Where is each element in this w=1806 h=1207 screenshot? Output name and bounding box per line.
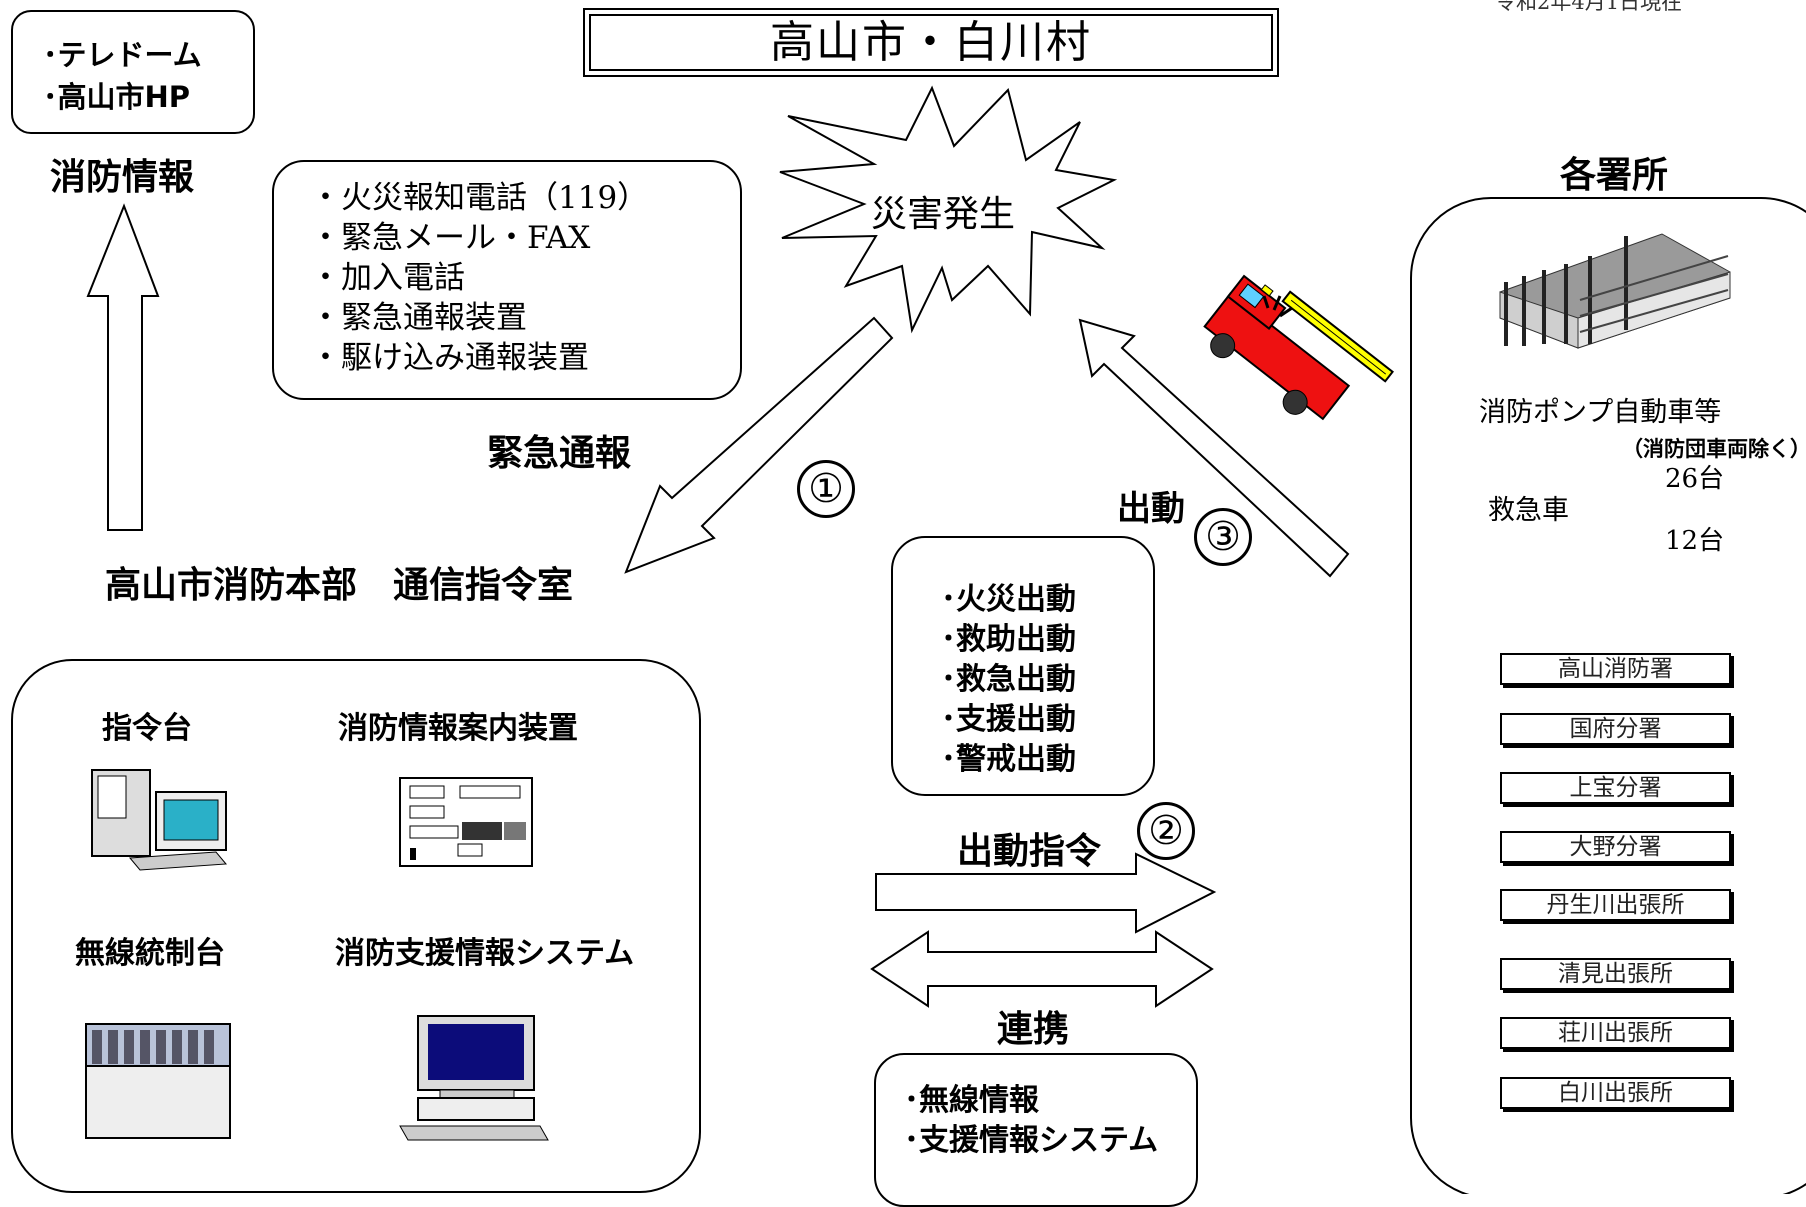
station-item: 白川出張所	[1500, 1077, 1731, 1109]
pump-count: 26台	[1665, 464, 1725, 494]
dispatch-type-item: ･救急出動	[941, 662, 1076, 697]
emergency-report-label: 緊急通報	[487, 433, 632, 474]
pump-label: 消防ポンプ自動車等	[1479, 397, 1722, 428]
info-channel-item: ･テレドーム	[43, 38, 202, 72]
sortie-arrow	[1078, 318, 1350, 578]
station-item: 高山消防署	[1500, 653, 1731, 685]
dispatch-type-item: ･火災出動	[941, 582, 1076, 617]
cooperation-item: ･無線情報	[904, 1083, 1039, 1118]
dispatch-type-item: ･救助出動	[941, 622, 1076, 657]
station-item: 大野分署	[1500, 831, 1731, 863]
info-channel-item: ･高山市HP	[43, 80, 191, 114]
stations-header: 各署所	[1560, 155, 1669, 196]
station-item: 丹生川出張所	[1500, 889, 1731, 921]
dispatch-type-item: ･支援出動	[941, 702, 1076, 737]
report-methods-box: ・火災報知電話（119） ・緊急メール・FAX ・加入電話 ・緊急通報装置 ・駆…	[272, 160, 742, 400]
step-1-marker: ①	[797, 460, 855, 518]
title-frame: 高山市・白川村	[583, 8, 1279, 77]
support-system-label: 消防支援情報システム	[335, 936, 635, 971]
radio-console-icon	[85, 1023, 231, 1139]
command-desk-label: 指令台	[102, 711, 192, 746]
hq-label: 高山市消防本部 通信指令室	[105, 565, 574, 606]
pump-note: （消防団車両除く）	[1622, 437, 1806, 461]
cooperation-label: 連携	[997, 1009, 1070, 1050]
siren-lines-icon	[1262, 295, 1293, 318]
hq-equipment-box	[11, 659, 701, 1193]
computer-tower-icon	[91, 769, 228, 871]
ambulance-label: 救急車	[1488, 495, 1569, 526]
report-method-item: ・緊急通報装置	[310, 300, 527, 336]
desktop-computer-icon	[399, 1015, 549, 1141]
cooperation-arrow	[870, 930, 1214, 1008]
report-method-item: ・緊急メール・FAX	[310, 220, 591, 256]
step-3-marker: ③	[1194, 508, 1252, 566]
arrow-up-icon	[86, 203, 160, 531]
report-method-item: ・加入電話	[310, 260, 465, 296]
emergency-report-arrow	[624, 316, 894, 574]
info-label: 消防情報	[50, 157, 195, 198]
report-method-item: ・火災報知電話（119）	[310, 180, 649, 216]
station-item: 荘川出張所	[1500, 1017, 1731, 1049]
station-item: 清見出張所	[1500, 958, 1731, 990]
info-device-label: 消防情報案内装置	[338, 711, 578, 746]
dispatch-order-arrow	[875, 852, 1217, 934]
ambulance-count: 12台	[1665, 526, 1725, 556]
radio-console-label: 無線統制台	[75, 936, 225, 971]
building-icon	[1499, 233, 1731, 349]
dispatch-order-label: 出動指令	[957, 831, 1102, 872]
info-channels-box: ･テレドーム ･高山市HP	[11, 10, 255, 134]
dispatch-types-box: ･火災出動 ･救助出動 ･救急出動 ･支援出動 ･警戒出動	[891, 536, 1155, 796]
dispatch-type-item: ･警戒出動	[941, 742, 1076, 777]
station-item: 国府分署	[1500, 713, 1731, 745]
station-item: 上宝分署	[1500, 772, 1731, 804]
control-panel-icon	[399, 777, 533, 867]
disaster-label: 災害発生	[871, 194, 1016, 235]
fire-truck-icon	[1203, 274, 1394, 421]
cooperation-box: ･無線情報 ･支援情報システム	[874, 1053, 1198, 1207]
burst-icon	[779, 85, 1118, 334]
step-2-marker: ②	[1137, 802, 1195, 860]
page-title: 高山市・白川村	[589, 14, 1273, 71]
sortie-label: 出動	[1117, 489, 1185, 529]
date-note: 令和2年4月1日現在	[1495, 0, 1683, 14]
cooperation-item: ･支援情報システム	[904, 1123, 1159, 1158]
report-method-item: ・駆け込み通報装置	[310, 340, 589, 376]
stations-box	[1410, 197, 1806, 1194]
